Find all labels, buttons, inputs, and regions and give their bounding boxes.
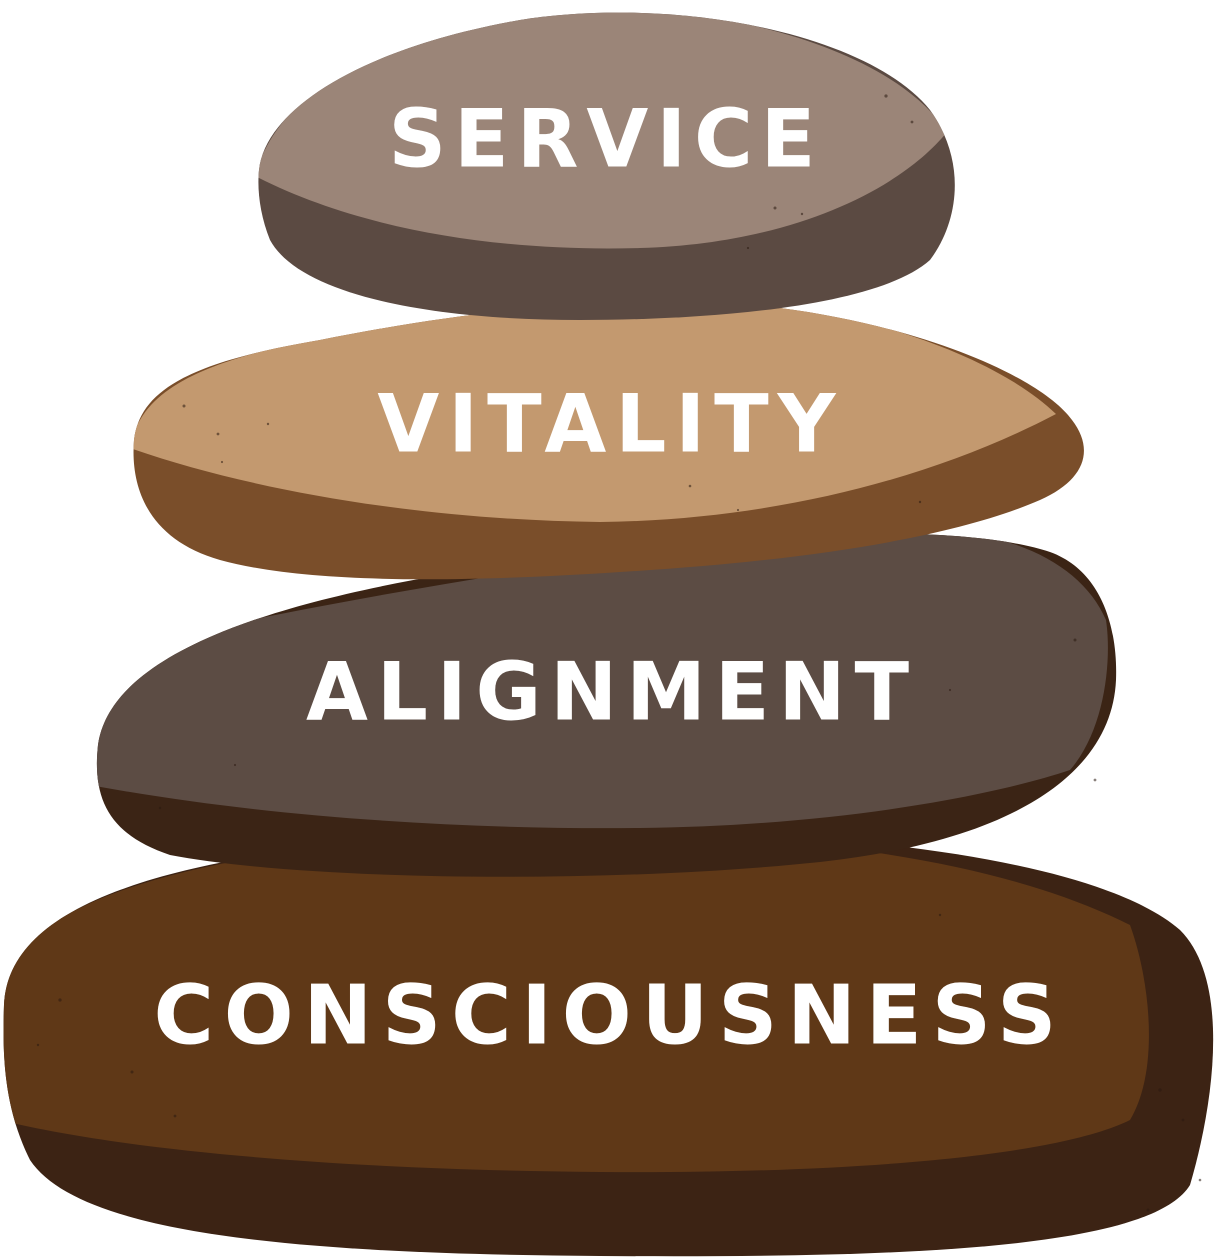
stone-consciousness-top bbox=[3, 831, 1149, 1173]
stone-consciousness-label: CONSCIOUSNESS bbox=[154, 969, 1067, 1064]
stone-service-top bbox=[258, 12, 947, 249]
stone-consciousness: CONSCIOUSNESS bbox=[3, 830, 1214, 1257]
stone-vitality: VITALITY bbox=[133, 301, 1084, 580]
stone-service: SERVICE bbox=[258, 12, 955, 321]
stone-consciousness-specks bbox=[36, 913, 1202, 1212]
stone-vitality-top bbox=[133, 301, 1056, 522]
stone-alignment-label: ALIGNMENT bbox=[306, 646, 918, 739]
stone-alignment-top bbox=[96, 533, 1108, 829]
stone-vitality-specks bbox=[182, 404, 922, 512]
stone-service-specks bbox=[746, 94, 914, 250]
stone-service-label: SERVICE bbox=[389, 93, 824, 186]
stone-alignment-specks bbox=[158, 638, 1097, 810]
stone-alignment: ALIGNMENT bbox=[96, 533, 1117, 877]
stone-vitality-label: VITALITY bbox=[377, 378, 844, 471]
